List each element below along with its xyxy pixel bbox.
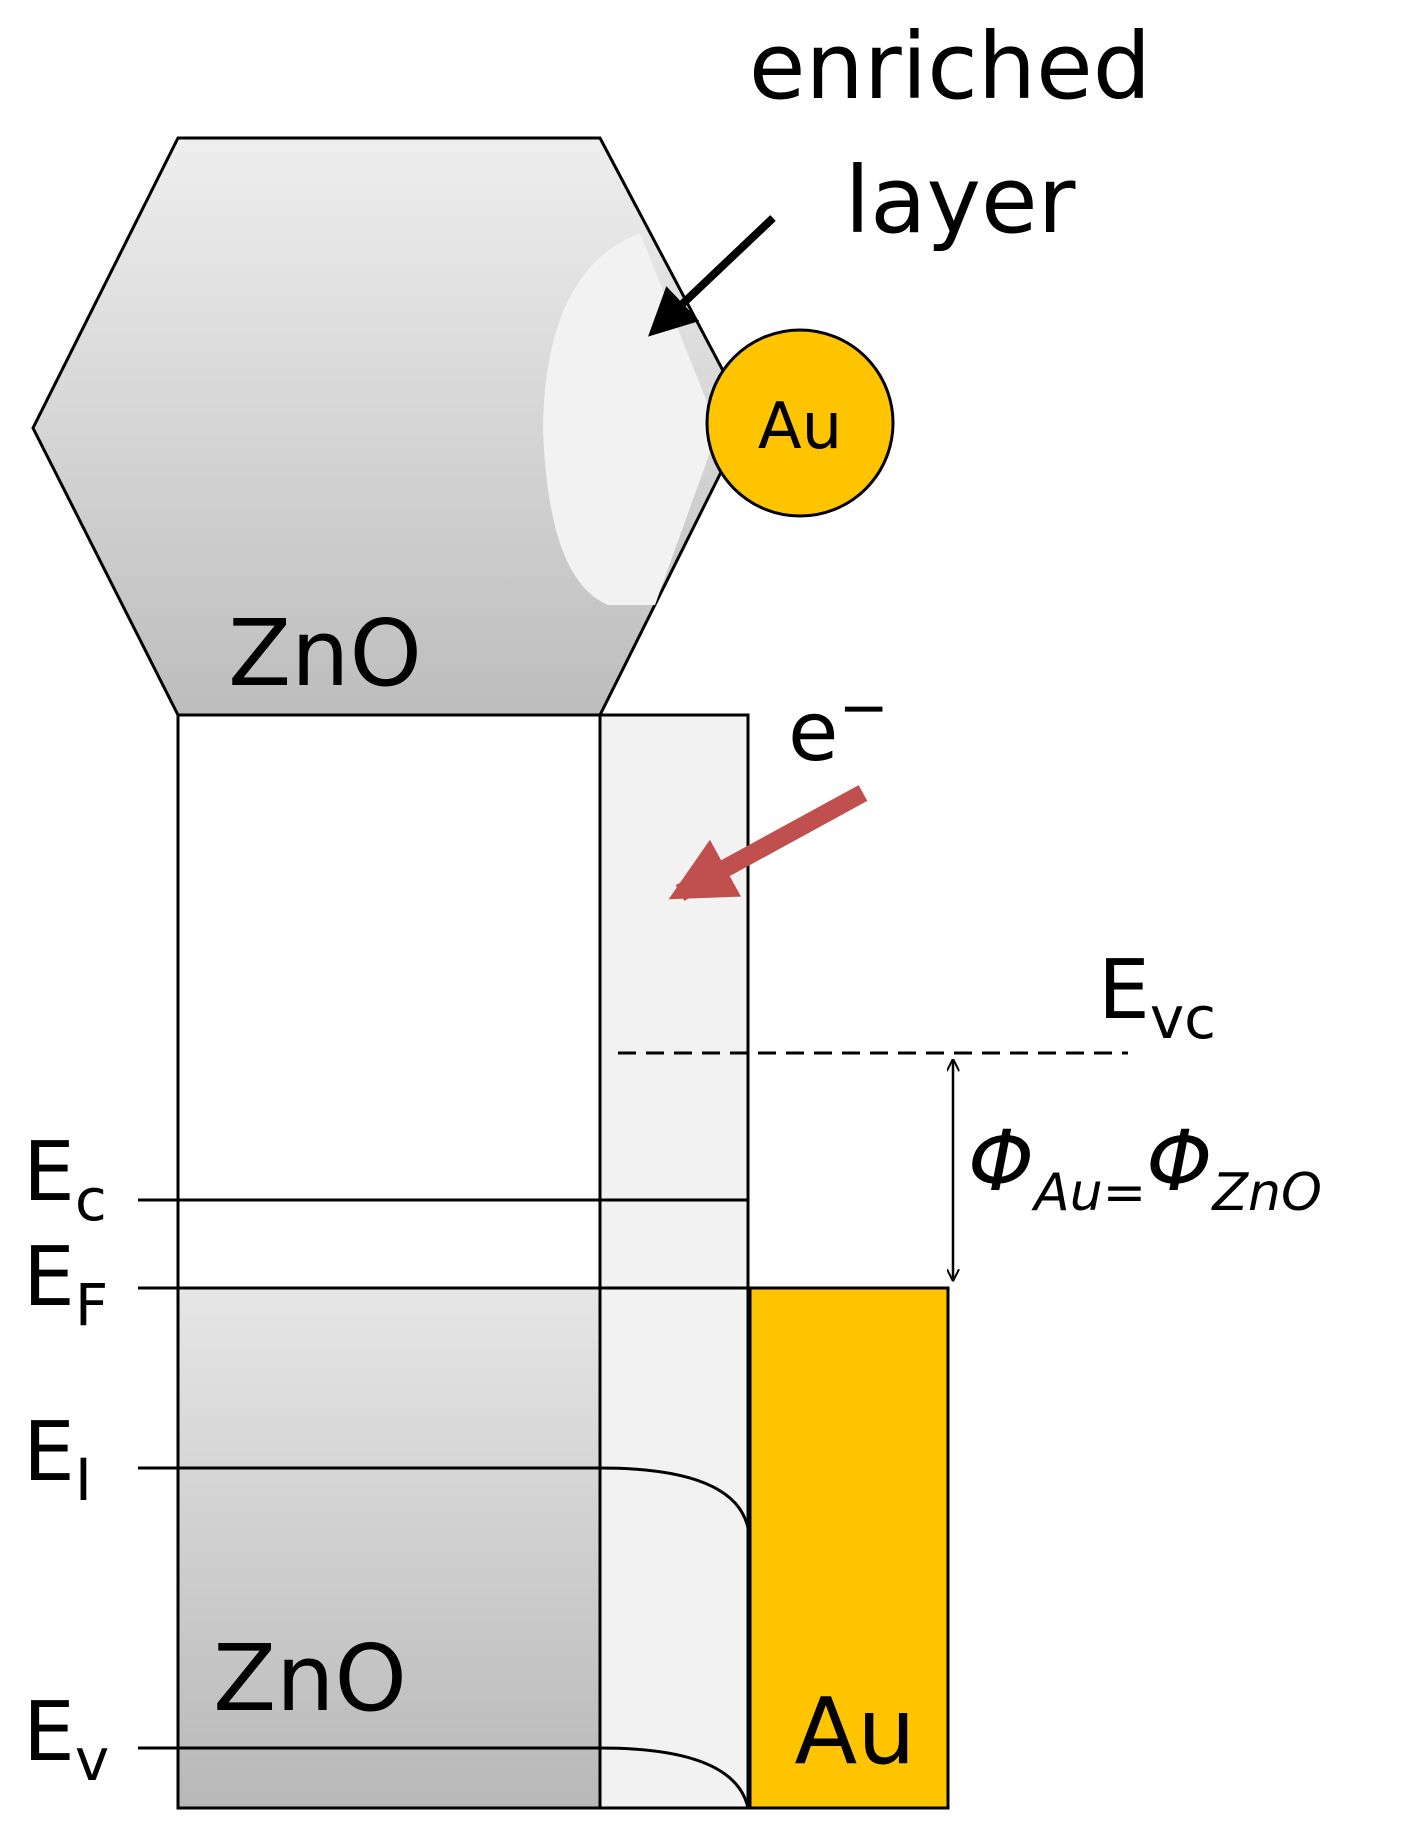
zno-band-label: ZnO xyxy=(213,1625,407,1732)
phi-zno-subscript: ZnO xyxy=(1210,1163,1322,1223)
ef-main: E xyxy=(23,1230,75,1325)
ev-label: Ev xyxy=(23,1685,109,1794)
evc-main: E xyxy=(1098,943,1150,1038)
enriched-layer-label-line2: layer xyxy=(845,147,1076,254)
ef-label: EF xyxy=(23,1230,108,1339)
ei-main: E xyxy=(23,1405,75,1500)
ec-subscript: c xyxy=(75,1166,107,1234)
electron-symbol: e xyxy=(788,685,838,780)
au-nanoparticle xyxy=(705,328,895,518)
phi-zno-symbol: Φ xyxy=(1146,1112,1212,1210)
ei-subscript: I xyxy=(75,1446,92,1514)
ec-main: E xyxy=(23,1125,75,1220)
phi-au-subscript: Au xyxy=(1031,1163,1103,1223)
electron-label: e− xyxy=(788,673,889,780)
evc-label: Evc xyxy=(1098,943,1216,1052)
enriched-layer-label-line1: enriched xyxy=(749,13,1151,120)
ei-label: EI xyxy=(23,1405,92,1514)
enriched-layer-strip xyxy=(598,713,750,1810)
evc-subscript: vc xyxy=(1150,984,1216,1052)
electron-arrow-icon xyxy=(668,785,868,901)
work-function-label: ΦAu=ΦZnO xyxy=(968,1112,1322,1223)
pointer-arrow-icon xyxy=(648,215,776,337)
phi-equals: = xyxy=(1103,1163,1147,1223)
au-band-label: Au xyxy=(794,1678,915,1785)
ev-level-curve xyxy=(138,1746,750,1809)
electron-superscript: − xyxy=(838,673,888,743)
ec-label: Ec xyxy=(23,1125,107,1234)
phi-au-symbol: Φ xyxy=(968,1112,1034,1210)
ev-subscript: v xyxy=(75,1726,109,1794)
au-particle-label: Au xyxy=(758,390,842,464)
ei-level-curve xyxy=(138,1466,750,1529)
zno-crystal xyxy=(31,136,895,717)
zno-band-region xyxy=(178,1288,600,1808)
zno-crystal-label: ZnO xyxy=(228,600,422,707)
ev-main: E xyxy=(23,1685,75,1780)
ef-subscript: F xyxy=(75,1271,108,1339)
zno-hexagon xyxy=(31,136,750,717)
